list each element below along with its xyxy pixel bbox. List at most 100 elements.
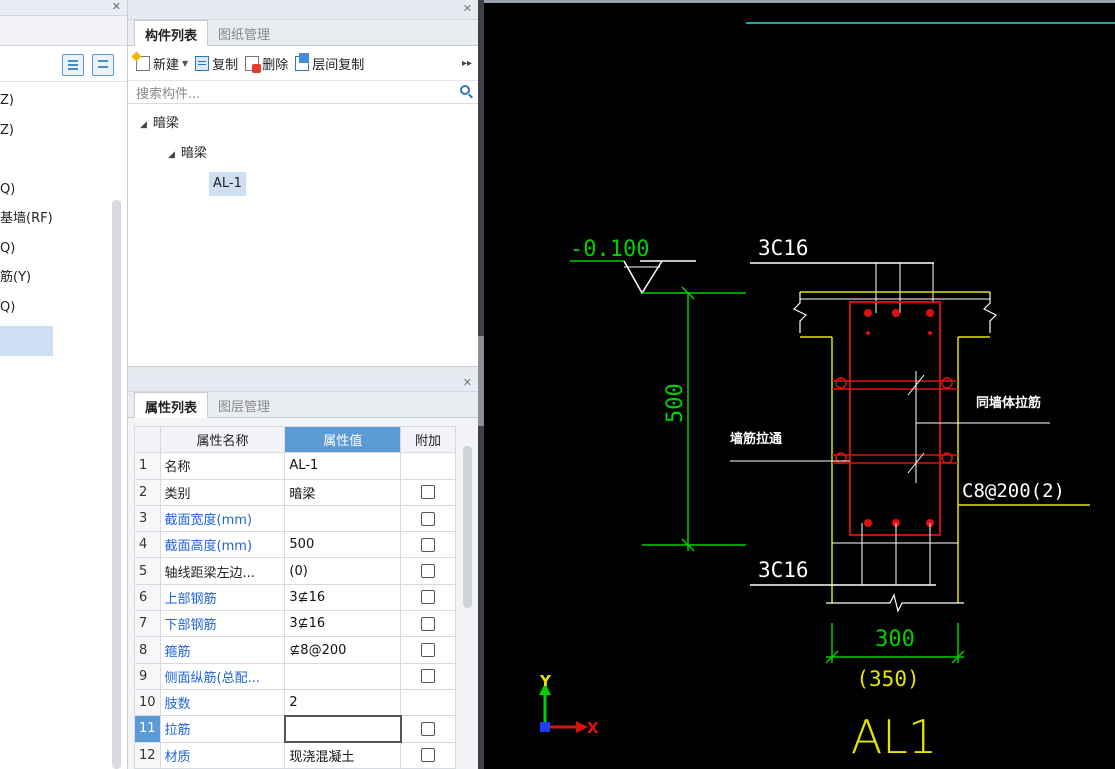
search-icon[interactable] bbox=[460, 85, 470, 95]
tab-property-list[interactable]: 属性列表 bbox=[134, 392, 209, 418]
list-item[interactable]: Q) bbox=[0, 299, 16, 315]
extra-checkbox[interactable] bbox=[421, 537, 436, 552]
list-view-icon[interactable] bbox=[62, 54, 84, 76]
scrollbar[interactable] bbox=[463, 446, 472, 608]
row-index[interactable]: 10 bbox=[134, 688, 161, 717]
tab-layer-manager[interactable]: 图层管理 bbox=[218, 400, 271, 415]
extra-cell bbox=[400, 636, 456, 664]
row-index[interactable]: 11 bbox=[134, 715, 161, 743]
new-icon bbox=[136, 55, 150, 71]
property-value[interactable] bbox=[283, 714, 402, 744]
extra-checkbox[interactable] bbox=[421, 721, 436, 736]
property-value[interactable]: (0) bbox=[284, 557, 402, 585]
extra-checkbox[interactable] bbox=[421, 643, 436, 658]
property-value[interactable]: 暗梁 bbox=[284, 478, 402, 506]
list-item[interactable]: Z) bbox=[0, 93, 14, 108]
list-item[interactable]: Z) bbox=[0, 122, 14, 138]
top-rebar-label: 3C16 bbox=[758, 236, 809, 260]
property-value[interactable] bbox=[284, 662, 402, 690]
copy-button[interactable]: 复制 bbox=[195, 54, 238, 73]
list-item[interactable]: 筋(Y) bbox=[0, 270, 32, 285]
extra-checkbox[interactable] bbox=[421, 485, 436, 500]
axis-y-label: Y bbox=[539, 672, 552, 690]
floor-copy-button[interactable]: 层间复制 bbox=[295, 52, 364, 73]
property-value[interactable]: 500 bbox=[284, 531, 402, 559]
list-item[interactable]: Q) bbox=[0, 181, 16, 197]
row-index[interactable]: 8 bbox=[134, 636, 161, 664]
tree-node-child[interactable]: ◢ 暗梁 bbox=[168, 142, 207, 166]
column-header-value[interactable]: 属性值 bbox=[284, 425, 402, 454]
row-index[interactable]: 12 bbox=[134, 741, 161, 769]
extra-cell bbox=[400, 531, 456, 559]
list-item[interactable] bbox=[0, 149, 127, 179]
delete-button[interactable]: 删除 bbox=[245, 54, 288, 73]
new-button[interactable]: 新建 ▼ bbox=[136, 54, 188, 73]
tree-node-label: 暗梁 bbox=[180, 146, 207, 161]
row-index[interactable]: 5 bbox=[134, 557, 161, 585]
extra-checkbox[interactable] bbox=[421, 669, 436, 684]
close-icon[interactable]: ✕ bbox=[462, 2, 472, 15]
splitter[interactable] bbox=[128, 367, 480, 375]
panel-header: ✕ bbox=[128, 0, 480, 20]
row-index[interactable]: 9 bbox=[134, 662, 161, 690]
collapse-icon[interactable]: ◢ bbox=[168, 150, 175, 160]
scrollbar[interactable] bbox=[112, 200, 121, 769]
extra-checkbox[interactable] bbox=[421, 748, 436, 763]
extra-cell bbox=[400, 452, 456, 480]
collapse-icon[interactable]: ◢ bbox=[140, 120, 147, 130]
tree-node-root[interactable]: ◢暗梁 bbox=[140, 112, 179, 136]
row-index[interactable]: 1 bbox=[134, 452, 161, 480]
row-index[interactable]: 2 bbox=[134, 478, 161, 506]
project-tree-panel: ✕ Z) Z) Q) 基墙(RF) Q) 筋(Y) Q) bbox=[0, 0, 128, 769]
cad-viewport[interactable]: -0.100 500 3C16 bbox=[484, 3, 1115, 769]
list-item-selected[interactable] bbox=[0, 326, 53, 356]
property-value[interactable] bbox=[284, 504, 402, 533]
close-icon[interactable]: ✕ bbox=[111, 0, 121, 13]
property-value[interactable]: 3⊈16 bbox=[284, 610, 402, 638]
property-value[interactable]: 2 bbox=[284, 688, 402, 717]
chevron-down-icon[interactable]: ▼ bbox=[182, 58, 189, 68]
panel-tabbar bbox=[0, 16, 127, 46]
index-header bbox=[134, 425, 161, 454]
extra-cell bbox=[400, 504, 456, 533]
column-header-extra[interactable]: 附加 bbox=[400, 425, 456, 454]
property-value[interactable]: ⊈8@200 bbox=[284, 636, 402, 664]
close-icon[interactable]: ✕ bbox=[462, 376, 472, 389]
property-value[interactable]: 现浇混凝土 bbox=[284, 741, 402, 769]
tab-component-list[interactable]: 构件列表 bbox=[134, 20, 209, 46]
extra-cell bbox=[400, 715, 456, 743]
splitter-handle[interactable] bbox=[478, 336, 484, 426]
tab-drawing-manager[interactable]: 图纸管理 bbox=[218, 28, 271, 43]
component-toolbar: 新建 ▼ 复制 删除 层间复制 ▸▸ bbox=[128, 46, 480, 81]
more-icon[interactable]: ▸▸ bbox=[461, 57, 472, 69]
row-index[interactable]: 4 bbox=[134, 531, 161, 559]
tree-node-leaf[interactable]: AL-1 bbox=[209, 172, 246, 196]
property-value[interactable]: 3⊈16 bbox=[284, 583, 402, 612]
extra-checkbox[interactable] bbox=[421, 590, 436, 605]
list-item[interactable]: Q) bbox=[0, 240, 16, 256]
detail-view-icon[interactable] bbox=[92, 54, 114, 76]
extra-cell bbox=[400, 610, 456, 638]
extra-checkbox[interactable] bbox=[421, 511, 436, 526]
extra-checkbox[interactable] bbox=[421, 564, 436, 579]
column-header-name[interactable]: 属性名称 bbox=[159, 425, 286, 454]
search-input[interactable]: 搜索构件... bbox=[128, 81, 480, 104]
property-value[interactable]: AL-1 bbox=[284, 452, 402, 480]
list-item[interactable]: 基墙(RF) bbox=[0, 211, 53, 226]
row-index[interactable]: 3 bbox=[134, 504, 161, 533]
row-index[interactable]: 7 bbox=[134, 610, 161, 638]
extra-checkbox[interactable] bbox=[421, 616, 436, 631]
row-index[interactable]: 6 bbox=[134, 583, 161, 612]
